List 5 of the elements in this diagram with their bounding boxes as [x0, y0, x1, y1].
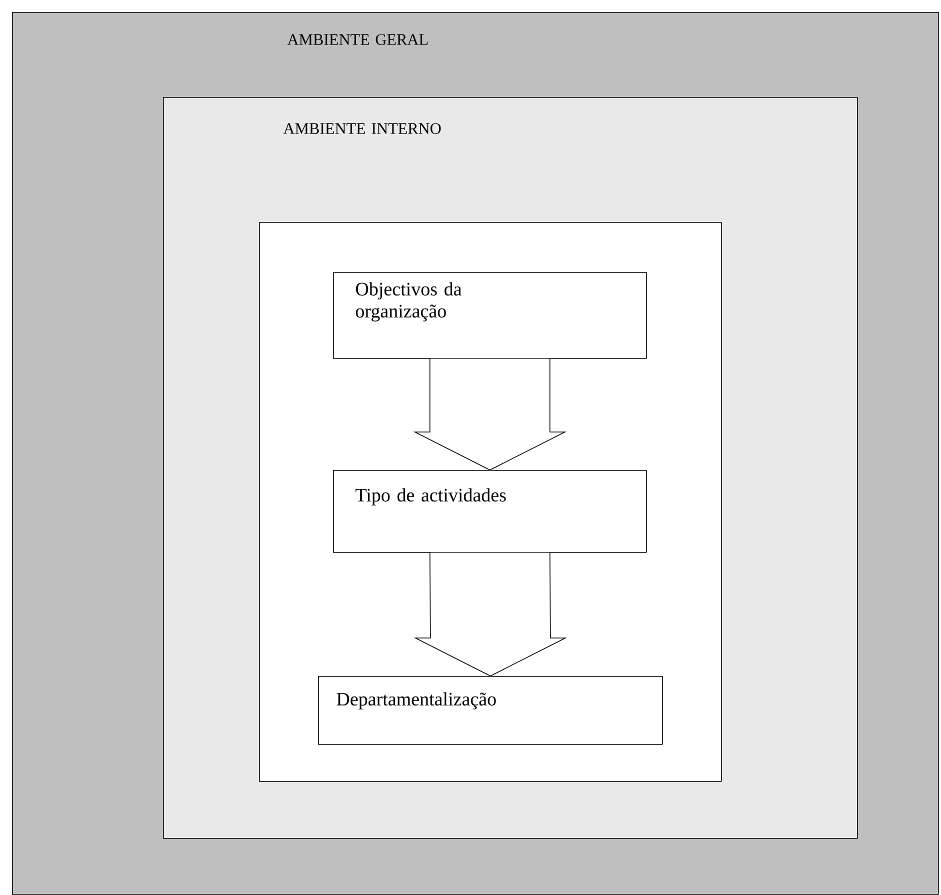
- process-box: Departamentalização: [318, 676, 663, 745]
- process-box: Tipo de actividades: [333, 470, 647, 553]
- block-arrow: [414, 552, 568, 676]
- process-box: Objectivos da organização: [333, 272, 647, 359]
- block-arrow: [413, 358, 567, 470]
